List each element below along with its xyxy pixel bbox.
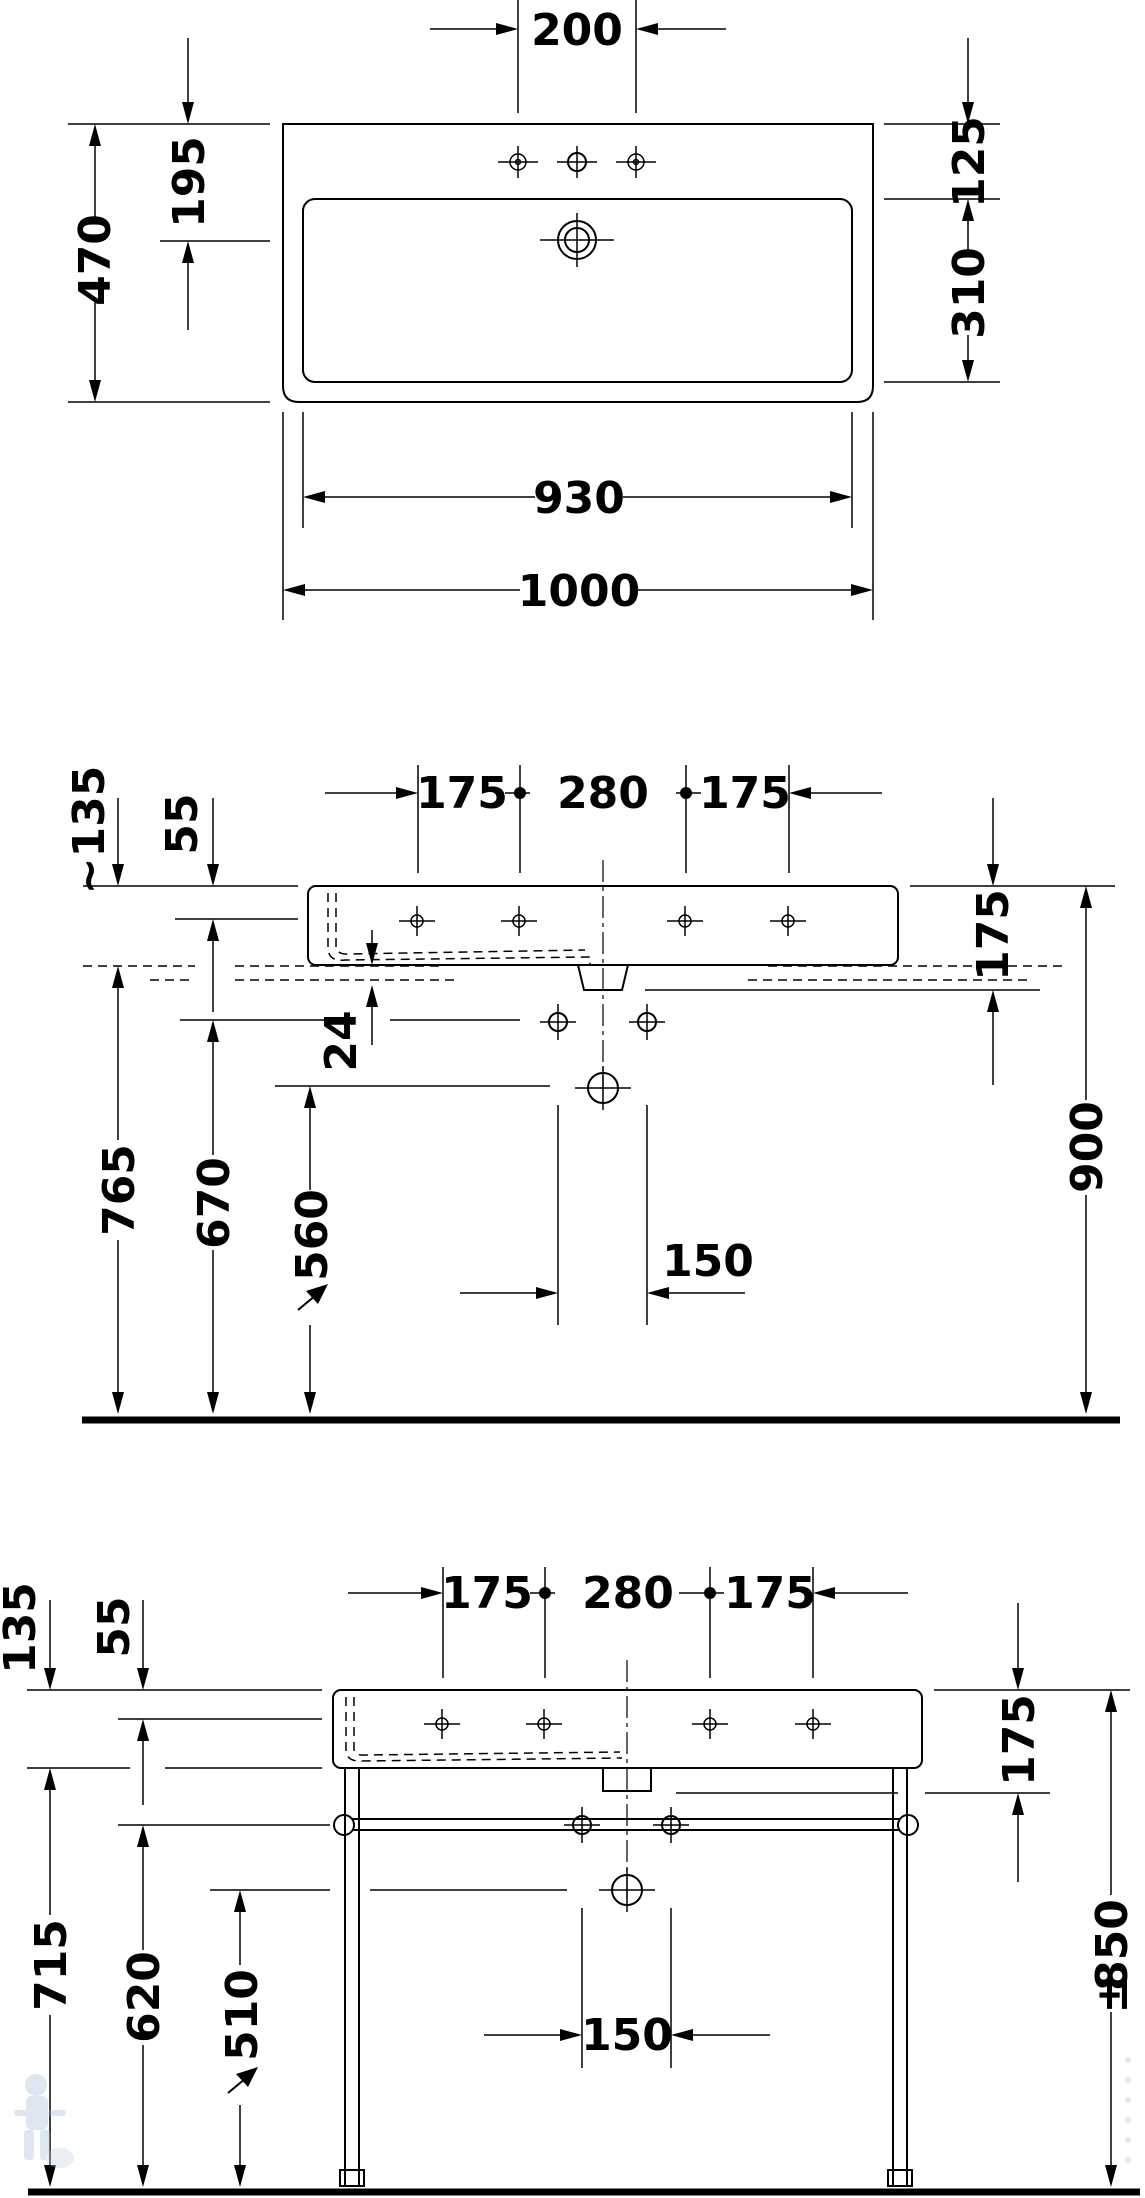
dim-bowl-width: 930 (533, 473, 625, 524)
dim-approx-135: ~135 (64, 766, 115, 895)
tap-mark-icon (399, 906, 435, 936)
dim-560: 560 (287, 1189, 338, 1281)
dim-900: 900 (1062, 1101, 1113, 1193)
dim-850: 850 (1087, 1899, 1138, 1991)
dim-135: 135 (0, 1582, 46, 1674)
dim-150: 150 (581, 2010, 673, 2061)
dim-bowl-depth: 310 (944, 247, 995, 339)
dim-55: 55 (157, 793, 208, 854)
dim-510: 510 (217, 1969, 268, 2061)
tolerance-symbol: ± (1087, 1977, 1138, 2014)
bowl-section-dashed (327, 893, 591, 966)
water-connection-icon (629, 1004, 665, 1040)
wall-mount-view: 175 280 175 ~135 55 24 765 670 560 (64, 765, 1120, 1424)
dim-24: 24 (316, 1010, 367, 1071)
dim-right-offset: 175 (724, 1568, 816, 1619)
dim-620: 620 (119, 1951, 170, 2043)
dim-55: 55 (89, 1596, 140, 1657)
tap-hole-icon (498, 146, 538, 178)
console-view: 175 280 175 135 55 715 620 510 (0, 1567, 1140, 2196)
tap-hole-icon (616, 146, 656, 178)
waste-outlet-icon (599, 1868, 655, 1912)
tap-mark-icon (692, 1709, 728, 1739)
bowl-outline (302, 198, 853, 383)
dim-depth-total: 470 (70, 214, 121, 306)
dim-left-offset: 175 (441, 1568, 533, 1619)
tap-mark-icon (770, 906, 806, 936)
drain-spout (602, 1768, 652, 1792)
tap-mark-icon (667, 906, 703, 936)
water-connection-icon (540, 1004, 576, 1040)
watermark-plumber-icon (14, 2074, 74, 2168)
water-connection-icon (564, 1807, 600, 1843)
console-frame (333, 1768, 919, 2187)
min-height-arrow-icon (227, 2067, 258, 2094)
dim-175-vertical: 175 (994, 1694, 1045, 1786)
dim-center-spacing: 280 (557, 768, 649, 819)
tap-hole-icon (557, 146, 597, 178)
tap-mark-icon (501, 906, 537, 936)
tap-mark-icon (795, 1709, 831, 1739)
bowl-section-dashed (345, 1697, 623, 1762)
tap-mark-icon (424, 1709, 460, 1739)
dim-left-offset: 175 (416, 768, 508, 819)
dim-depth-front: 195 (164, 136, 215, 228)
watermark-vertical-icon (1125, 2057, 1131, 2163)
dim-175-vertical: 175 (968, 889, 1019, 981)
basin-front-outline (307, 885, 899, 966)
dim-150: 150 (662, 1236, 754, 1287)
dim-total-width: 1000 (518, 566, 640, 617)
dim-right-offset: 175 (699, 768, 791, 819)
dim-back-to-bowl: 125 (944, 116, 995, 208)
dim-765: 765 (94, 1144, 145, 1236)
dim-670: 670 (189, 1157, 240, 1249)
water-connection-icon (653, 1807, 689, 1843)
tap-mark-icon (526, 1709, 562, 1739)
basin-outline (282, 123, 874, 403)
min-height-arrow-icon (297, 1284, 328, 1311)
top-view: 200 470 195 125 310 930 (68, 0, 1000, 620)
dim-715: 715 (26, 1919, 77, 2011)
dim-center-spacing: 280 (582, 1568, 674, 1619)
drain-icon (540, 213, 614, 267)
waste-outlet-icon (575, 1066, 631, 1110)
dim-tap-spacing: 200 (531, 5, 623, 56)
